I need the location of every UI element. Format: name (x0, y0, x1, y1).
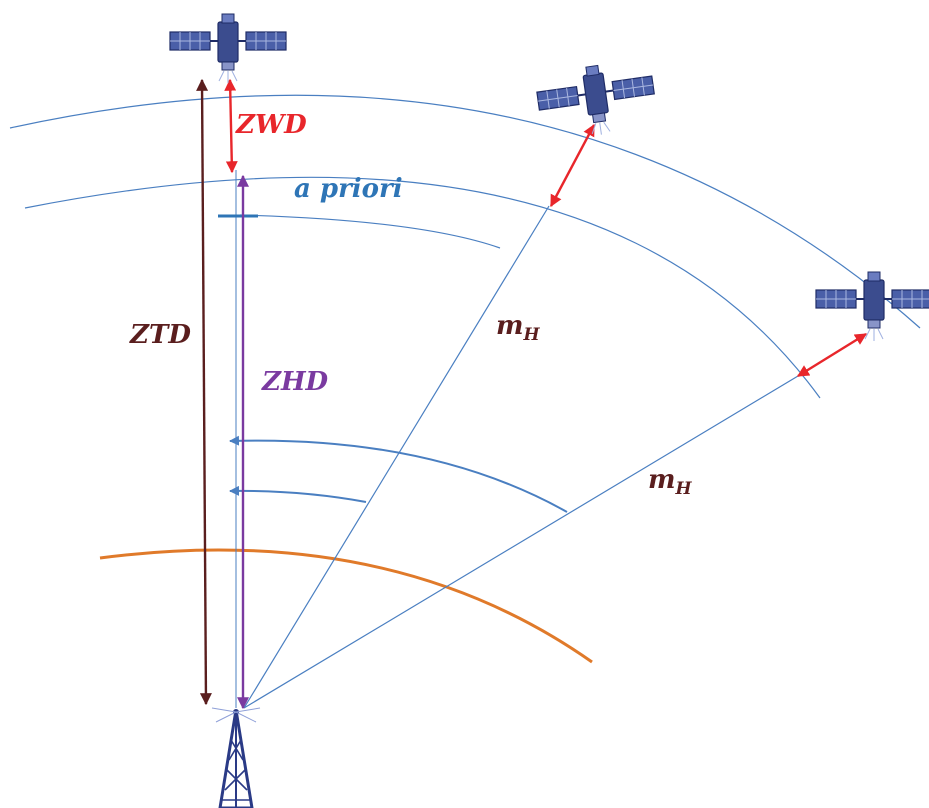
ztd-label: ZTD (129, 320, 191, 350)
mapping-function-subscript: H (523, 325, 541, 345)
ztd-arrow (196, 78, 212, 706)
slant-ray-line-1 (243, 205, 550, 709)
elevation-angle-arc-1 (229, 435, 568, 513)
elevation-angle-arc-2 (229, 485, 367, 503)
zwd-arrow (224, 78, 238, 174)
mapping-function-symbol: m (648, 465, 676, 495)
antenna-tower-icon (211, 707, 261, 808)
slant-wet-delay-arrow-1 (549, 123, 596, 208)
zwd-label: ZWD (235, 110, 307, 140)
satellite-icon (533, 57, 660, 144)
a-priori-arc (239, 214, 501, 249)
mapping-function-label-upper: mH (496, 311, 541, 345)
mapping-function-subscript: H (675, 479, 693, 499)
ground-level-arc (99, 548, 593, 664)
mapping-function-symbol: m (496, 311, 524, 341)
satellite-icon (815, 271, 929, 342)
zhd-label: ZHD (261, 367, 329, 397)
middle-atmosphere-arc (24, 176, 821, 399)
a-priori-label: a priori (294, 174, 403, 204)
upper-atmosphere-arc (9, 94, 921, 329)
slant-wet-delay-arrow-2 (796, 332, 868, 378)
slant-ray-line-2 (243, 375, 799, 709)
satellite-icon (169, 13, 287, 84)
mapping-function-label-lower: mH (648, 465, 693, 499)
